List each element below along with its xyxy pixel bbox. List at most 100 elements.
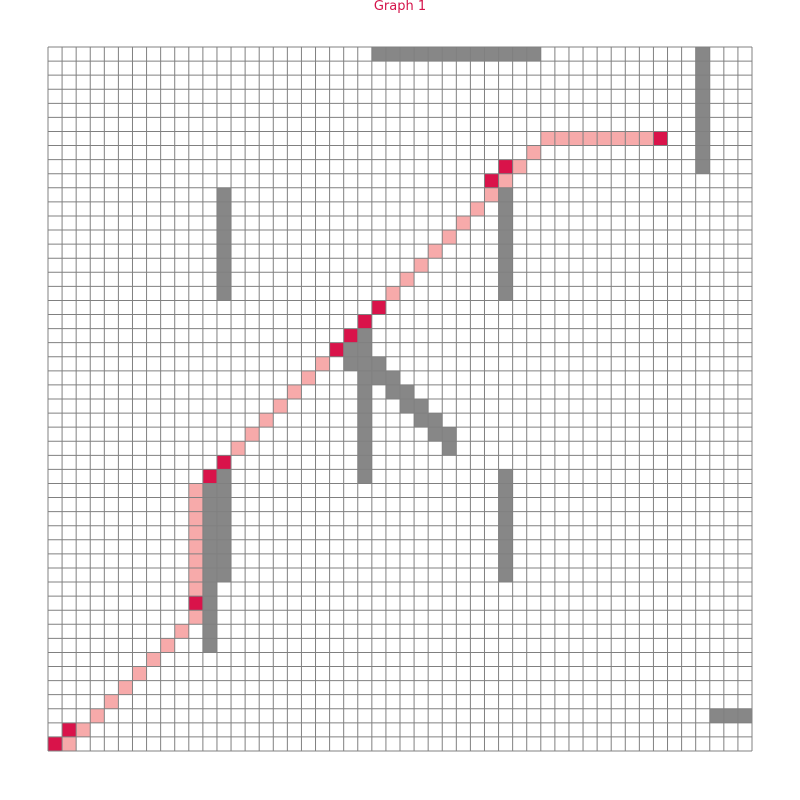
obstacle-cell (442, 441, 457, 456)
path-cell (132, 666, 147, 681)
obstacle-cell (498, 525, 513, 540)
path-cell (385, 286, 400, 301)
path-cell (568, 131, 584, 146)
path-cell (442, 230, 457, 245)
obstacle-cell (216, 244, 232, 259)
obstacle-cell (202, 567, 217, 583)
path-cell (188, 497, 203, 512)
path-cell (540, 131, 555, 146)
waypoint-cell (343, 328, 358, 343)
path-cell (639, 131, 654, 146)
obstacle-cell (695, 47, 710, 62)
obstacle-cell (357, 342, 372, 357)
path-cell (188, 553, 203, 568)
path-cell (414, 258, 429, 273)
path-cell (512, 159, 527, 174)
obstacle-cell (428, 427, 443, 442)
obstacle-cell (357, 441, 372, 456)
obstacle-cell (371, 47, 386, 62)
obstacle-cell (498, 553, 513, 568)
obstacle-cell (498, 201, 513, 216)
obstacle-cell (216, 469, 232, 484)
obstacle-cell (357, 328, 372, 343)
path-cell (104, 694, 119, 709)
obstacle-cell (428, 413, 443, 428)
obstacle-cell (695, 131, 710, 146)
obstacle-cell (216, 187, 232, 202)
obstacle-cell (442, 47, 457, 62)
obstacle-cell (202, 511, 217, 526)
obstacle-cell (709, 708, 724, 723)
path-cell (470, 201, 485, 216)
path-cell (597, 131, 612, 146)
waypoint-cell (371, 300, 386, 315)
obstacle-cell (216, 525, 232, 540)
obstacle-cell (695, 61, 710, 76)
obstacle-cell (202, 497, 217, 512)
path-cell (146, 652, 161, 667)
obstacle-cell (216, 539, 232, 554)
obstacle-cell (470, 47, 485, 62)
path-cell (188, 525, 203, 540)
path-cell (188, 610, 203, 625)
obstacle-cell (498, 286, 513, 301)
graph-title: Graph 1 (373, 0, 427, 14)
path-cell (62, 736, 77, 751)
waypoint-cell (484, 173, 499, 188)
path-cell (259, 413, 274, 428)
obstacle-cell (371, 356, 386, 371)
obstacle-cell (400, 384, 415, 399)
obstacle-cell (385, 370, 400, 385)
obstacle-cell (400, 47, 415, 62)
waypoint-cell (498, 159, 513, 174)
path-cell (188, 582, 203, 597)
obstacle-cell (498, 469, 513, 484)
obstacle-cell (498, 483, 513, 498)
waypoint-cell (357, 314, 372, 329)
obstacle-cell (371, 370, 386, 385)
obstacle-cell (723, 708, 738, 723)
obstacle-cell (498, 230, 513, 245)
obstacle-cell (216, 286, 232, 301)
obstacle-cell (202, 553, 217, 568)
path-cell (188, 511, 203, 526)
obstacle-cell (216, 258, 232, 273)
obstacle-cell (343, 342, 358, 357)
obstacle-cell (202, 624, 217, 639)
obstacle-cell (498, 497, 513, 512)
obstacle-cell (357, 455, 372, 470)
obstacle-cell (498, 258, 513, 273)
path-cell (428, 244, 443, 259)
obstacle-cell (216, 483, 232, 498)
waypoint-cell (188, 596, 203, 611)
obstacle-cell (695, 89, 710, 104)
path-cell (76, 722, 91, 737)
obstacle-cell (737, 708, 752, 723)
obstacle-cell (202, 525, 217, 540)
obstacle-cell (484, 47, 499, 62)
obstacle-cell (202, 483, 217, 498)
obstacle-cell (526, 47, 541, 62)
path-cell (315, 356, 330, 371)
obstacle-cell (202, 610, 217, 625)
obstacle-cell (498, 47, 513, 62)
obstacle-cell (498, 187, 513, 202)
obstacle-cell (498, 244, 513, 259)
obstacle-cell (385, 47, 400, 62)
obstacle-cell (216, 215, 232, 231)
path-cell (245, 427, 260, 442)
path-cell (498, 173, 513, 188)
obstacle-cell (695, 117, 710, 132)
obstacle-cell (428, 47, 443, 62)
path-cell (611, 131, 626, 146)
obstacle-cell (498, 215, 513, 231)
obstacle-cell (498, 539, 513, 554)
obstacle-cell (695, 145, 710, 160)
obstacle-cell (357, 427, 372, 442)
obstacle-cell (695, 103, 710, 118)
path-cell (526, 145, 541, 160)
path-cell (231, 441, 246, 456)
obstacle-cell (357, 413, 372, 428)
path-cell (625, 131, 640, 146)
